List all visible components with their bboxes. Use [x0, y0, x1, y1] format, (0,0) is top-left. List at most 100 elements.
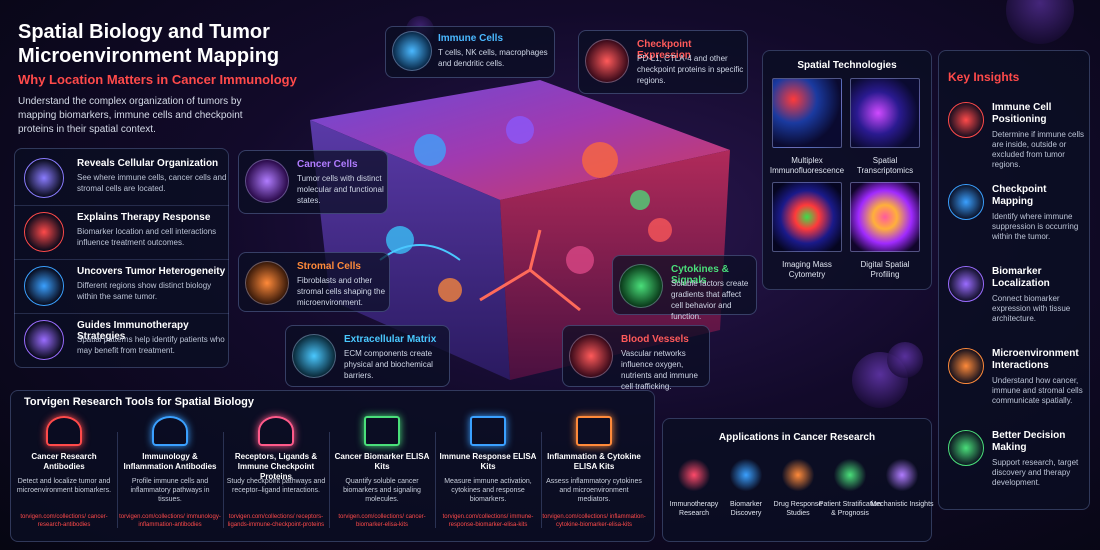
tool-desc: Assess inflammatory cytokines and microe… [546, 478, 642, 503]
key-insights-title: Key Insights [948, 70, 1020, 84]
tool-link[interactable]: torvigen.com/collections/ immune-respons… [442, 514, 534, 528]
tool-link[interactable]: torvigen.com/collections/ receptors-liga… [227, 514, 325, 528]
dna-icon [886, 458, 918, 492]
divider [14, 259, 229, 260]
tool-desc: Study checkpoint pathways and receptor–l… [226, 478, 326, 494]
benefit-desc: Spatial patterns help identify patients … [77, 335, 225, 355]
benefit-title: Uncovers Tumor Heterogeneity [77, 266, 226, 277]
benefit-desc: Different regions show distinct biology … [77, 281, 212, 301]
cell-cluster-icon [24, 158, 64, 198]
tool-link[interactable]: torvigen.com/collections/ cancer-biomark… [338, 514, 426, 528]
benefit-title: Guides Immunotherapy Strategies [77, 320, 189, 342]
application-label: Mechanistic Insights [870, 501, 934, 508]
callout-desc: T cells, NK cells, macrophages and dendr… [438, 48, 548, 68]
antibody-icon [152, 416, 188, 446]
insight-title: Checkpoint Mapping [992, 184, 1047, 207]
benefit-title: Reveals Cellular Organization [77, 158, 219, 169]
molecule-icon [730, 458, 762, 492]
callout-desc: Tumor cells with distinct molecular and … [297, 174, 384, 205]
tool-title: Cancer Research Antibodies [31, 452, 97, 471]
callout-title: Checkpoint Expression [637, 39, 692, 61]
callout-title: Cytokines & Signals [671, 264, 729, 286]
benefit-desc: Biomarker location and cell interactions… [77, 227, 217, 247]
insight-desc: Understand how cancer, immune and stroma… [992, 376, 1083, 405]
shield-check-icon [948, 184, 984, 220]
microscope-icon [948, 266, 984, 302]
tool-desc: Profile immune cells and inflammatory pa… [130, 478, 210, 503]
divider [14, 313, 229, 314]
callout-desc: ECM components create physical and bioch… [344, 349, 433, 380]
tool-link[interactable]: torvigen.com/collections/ cancer-researc… [20, 514, 108, 528]
tool-title: Receptors, Ligands & Immune Checkpoint P… [234, 452, 318, 481]
stromal-cell-icon [245, 261, 289, 305]
callout-title: Extracellular Matrix [344, 334, 437, 345]
callout-cancer-cells: Cancer Cells Tumor cells with distinct m… [238, 150, 388, 214]
divider [14, 205, 229, 206]
tech-label: Digital Spatial Profiling [860, 260, 910, 279]
insight-title: Immune Cell Positioning [992, 102, 1052, 125]
ecm-fiber-icon [292, 334, 336, 378]
trend-chart-icon [24, 266, 64, 306]
tool-title: Immunology & Inflammation Antibodies [123, 452, 217, 471]
callout-immune-cells: Immune Cells T cells, NK cells, macropha… [385, 26, 555, 78]
tech-label: Multiplex Immunofluorescence [769, 156, 845, 175]
tool-desc: Measure immune activation, cytokines and… [444, 478, 532, 503]
test-tubes-icon [782, 458, 814, 492]
tools-title: Torvigen Research Tools for Spatial Biol… [24, 396, 255, 408]
multiplex-if-image [772, 78, 842, 148]
spatial-transcriptomics-image [850, 78, 920, 148]
divider [223, 432, 224, 528]
tech-label: Spatial Transcriptomics [856, 156, 914, 175]
tool-title: Immune Response ELISA Kits [439, 452, 537, 471]
benefit-title: Explains Therapy Response [77, 212, 211, 223]
tool-link[interactable]: torvigen.com/collections/ immunology-inf… [119, 514, 221, 528]
tool-desc: Quantify soluble cancer biomarkers and s… [343, 478, 421, 503]
cytokine-icon [619, 264, 663, 308]
applications-title: Applications in Cancer Research [718, 432, 876, 443]
insight-title: Biomarker Localization [992, 266, 1050, 289]
application-label: Patient Stratification & Prognosis [818, 501, 882, 517]
tool-item: Receptors, Ligands & Immune Checkpoint P… [224, 410, 328, 540]
callout-title: Immune Cells [438, 33, 504, 44]
immune-cell-icon [392, 31, 432, 71]
digital-spatial-profiling-image [850, 182, 920, 252]
insight-desc: Identify where immune suppression is occ… [992, 212, 1079, 241]
page-title: Spatial Biology and Tumor Microenvironme… [18, 21, 280, 67]
insight-title: Microenvironment Interactions [992, 348, 1079, 371]
spatial-tech-title: Spatial Technologies [797, 60, 897, 71]
callout-title: Stromal Cells [297, 261, 361, 272]
insight-title: Better Decision Making [992, 430, 1066, 453]
insight-desc: Support research, target discovery and t… [992, 458, 1079, 487]
divider [329, 432, 330, 528]
patient-chart-icon [834, 458, 866, 492]
blood-vessel-icon [569, 334, 613, 378]
tool-desc: Detect and localize tumor and microenvir… [16, 478, 112, 494]
divider [435, 432, 436, 528]
immune-cell-icon [678, 458, 710, 492]
shield-check-icon [24, 320, 64, 360]
benefit-desc: See where immune cells, cancer cells and… [77, 173, 227, 193]
receptor-icon [258, 416, 294, 446]
divider [541, 432, 542, 528]
callout-title: Blood Vessels [621, 334, 689, 345]
antibody-icon [585, 39, 629, 83]
tech-label: Imaging Mass Cytometry [782, 260, 832, 279]
callout-desc: Soluble factors create gradients that af… [671, 279, 749, 321]
elisa-plate-icon [364, 416, 400, 446]
elisa-plate-icon [576, 416, 612, 446]
callout-cytokines: Cytokines & Signals Soluble factors crea… [612, 255, 757, 321]
insight-desc: Determine if immune cells are inside, ou… [992, 130, 1085, 169]
insight-desc: Connect biomarker expression with tissue… [992, 294, 1071, 323]
tool-link[interactable]: torvigen.com/collections/ inflammation-c… [542, 514, 646, 528]
